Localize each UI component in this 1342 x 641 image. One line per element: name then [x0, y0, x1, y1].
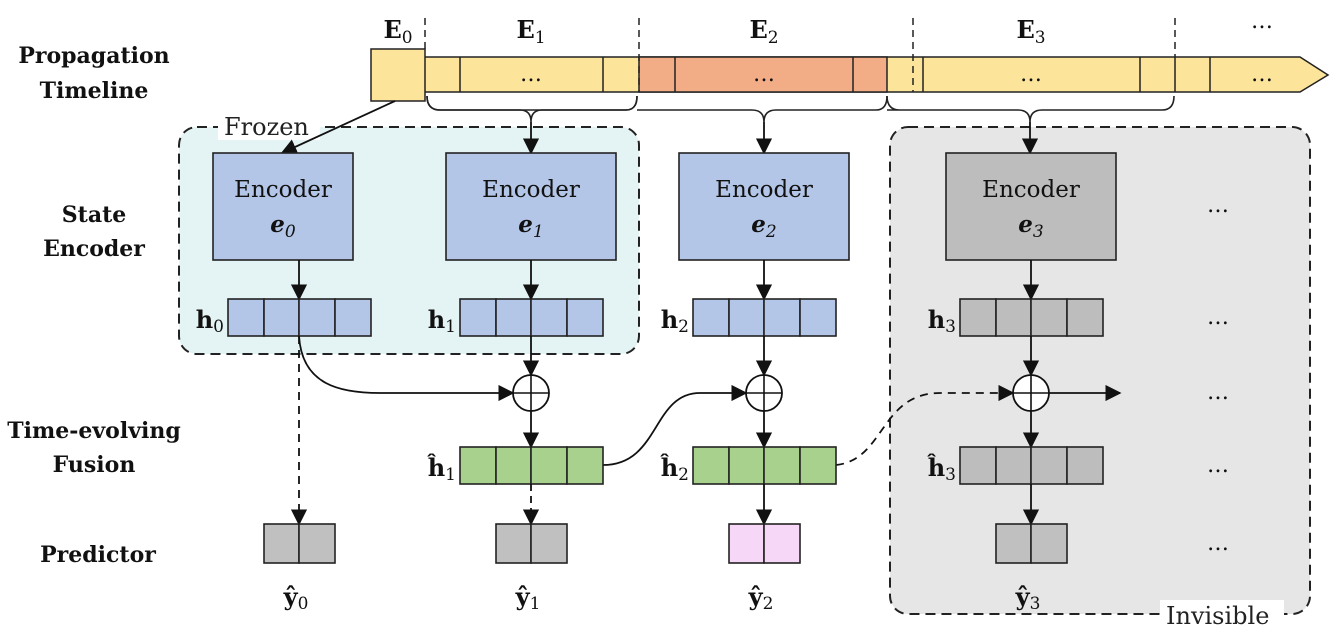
timeline-label-e0: E0	[383, 15, 412, 48]
timeline-ellipsis-1: …	[520, 62, 542, 87]
timeline-to-encoder-arrows	[280, 100, 1039, 155]
fused-row-ellipsis: …	[1207, 453, 1229, 478]
fused-vector-3: ĥ3	[927, 446, 1104, 485]
row-label-timeline: Propagation	[18, 43, 169, 69]
svg-text:ĥ1: ĥ1	[427, 453, 456, 485]
row-label-state-2: Encoder	[43, 236, 145, 262]
encoder-to-state-arrows	[290, 260, 1040, 301]
svg-text:h3: h3	[928, 305, 956, 337]
svg-text:h1: h1	[428, 305, 456, 337]
prediction-block-3: ŷ3	[995, 523, 1068, 614]
svg-text:e0: e0	[270, 211, 296, 242]
row-label-predictor: Predictor	[40, 542, 156, 568]
row-label-timeline-2: Timeline	[40, 78, 149, 104]
timeline-ellipsis-2: …	[753, 62, 775, 87]
fused-vector-1: ĥ1	[427, 446, 604, 485]
fusion-plus-3	[1012, 374, 1050, 412]
timeline-e2-zone	[638, 56, 888, 93]
timeline-braces	[426, 95, 1175, 123]
row-label-fusion: Time-evolving	[7, 418, 180, 444]
frozen-label-bg	[218, 112, 320, 140]
row-label-state: State	[62, 202, 126, 228]
invisible-label: Invisible	[1166, 602, 1269, 630]
timeline-ellipsis-4: …	[1251, 62, 1273, 87]
state-vector-3: h3	[928, 298, 1104, 337]
fusion-dashed-link	[835, 384, 1015, 466]
svg-text:Encoder: Encoder	[482, 177, 580, 203]
state-vector-1: h1	[428, 298, 604, 337]
timeline-label-e1: E1	[516, 15, 545, 48]
svg-text:ŷ1: ŷ1	[515, 582, 541, 614]
svg-text:e2: e2	[751, 211, 776, 242]
state-vector-2: h2	[661, 298, 837, 337]
svg-text:e3: e3	[1018, 211, 1043, 242]
svg-text:ŷ0: ŷ0	[283, 582, 309, 614]
invisible-label-bg	[1160, 600, 1284, 630]
svg-text:Encoder: Encoder	[715, 177, 813, 203]
fusion-connections	[298, 335, 1122, 466]
encoder-block-2: Encoder e2	[678, 152, 850, 261]
state-row-ellipsis: …	[1207, 305, 1229, 330]
svg-text:Encoder: Encoder	[234, 177, 332, 203]
fusion-plus-1	[512, 374, 550, 412]
prediction-block-2: ŷ2	[728, 523, 801, 614]
svg-text:ĥ3: ĥ3	[927, 453, 956, 485]
encoder-block-1: Encoder e1	[445, 152, 617, 261]
svg-text:h0: h0	[196, 305, 224, 337]
svg-text:h2: h2	[661, 305, 689, 337]
svg-text:ŷ2: ŷ2	[748, 582, 774, 614]
fused-vector-2: ĥ2	[660, 446, 837, 485]
timeline-ellipsis-3: …	[1020, 62, 1042, 87]
row-label-fusion-2: Fusion	[53, 452, 136, 478]
fusion-row-ellipsis: …	[1207, 380, 1229, 405]
svg-text:ĥ2: ĥ2	[660, 453, 689, 485]
predictor-arrows	[290, 336, 1040, 526]
state-vector-0: h0	[196, 298, 372, 337]
propagation-timeline: … … … … … E0 E1 E2 E3	[370, 9, 1330, 102]
svg-text:Encoder: Encoder	[982, 177, 1080, 203]
timeline-e0-block	[370, 48, 426, 102]
timeline-label-e2: E2	[749, 15, 778, 48]
encoder-block-3: Encoder e3	[945, 152, 1117, 261]
prediction-block-0: ŷ0	[263, 523, 336, 614]
prediction-block-1: ŷ1	[495, 523, 568, 614]
svg-text:ŷ3: ŷ3	[1015, 582, 1041, 614]
encoder-block-0: Encoder e0	[212, 152, 354, 261]
timeline-label-e3: E3	[1016, 15, 1045, 48]
encoder-row-ellipsis: …	[1207, 193, 1229, 218]
timeline-ellipsis-top: …	[1251, 9, 1273, 34]
fusion-plus-2	[745, 374, 783, 412]
frozen-label: Frozen	[224, 113, 309, 141]
svg-text:e1: e1	[518, 211, 543, 242]
predictor-row-ellipsis: …	[1207, 531, 1229, 556]
